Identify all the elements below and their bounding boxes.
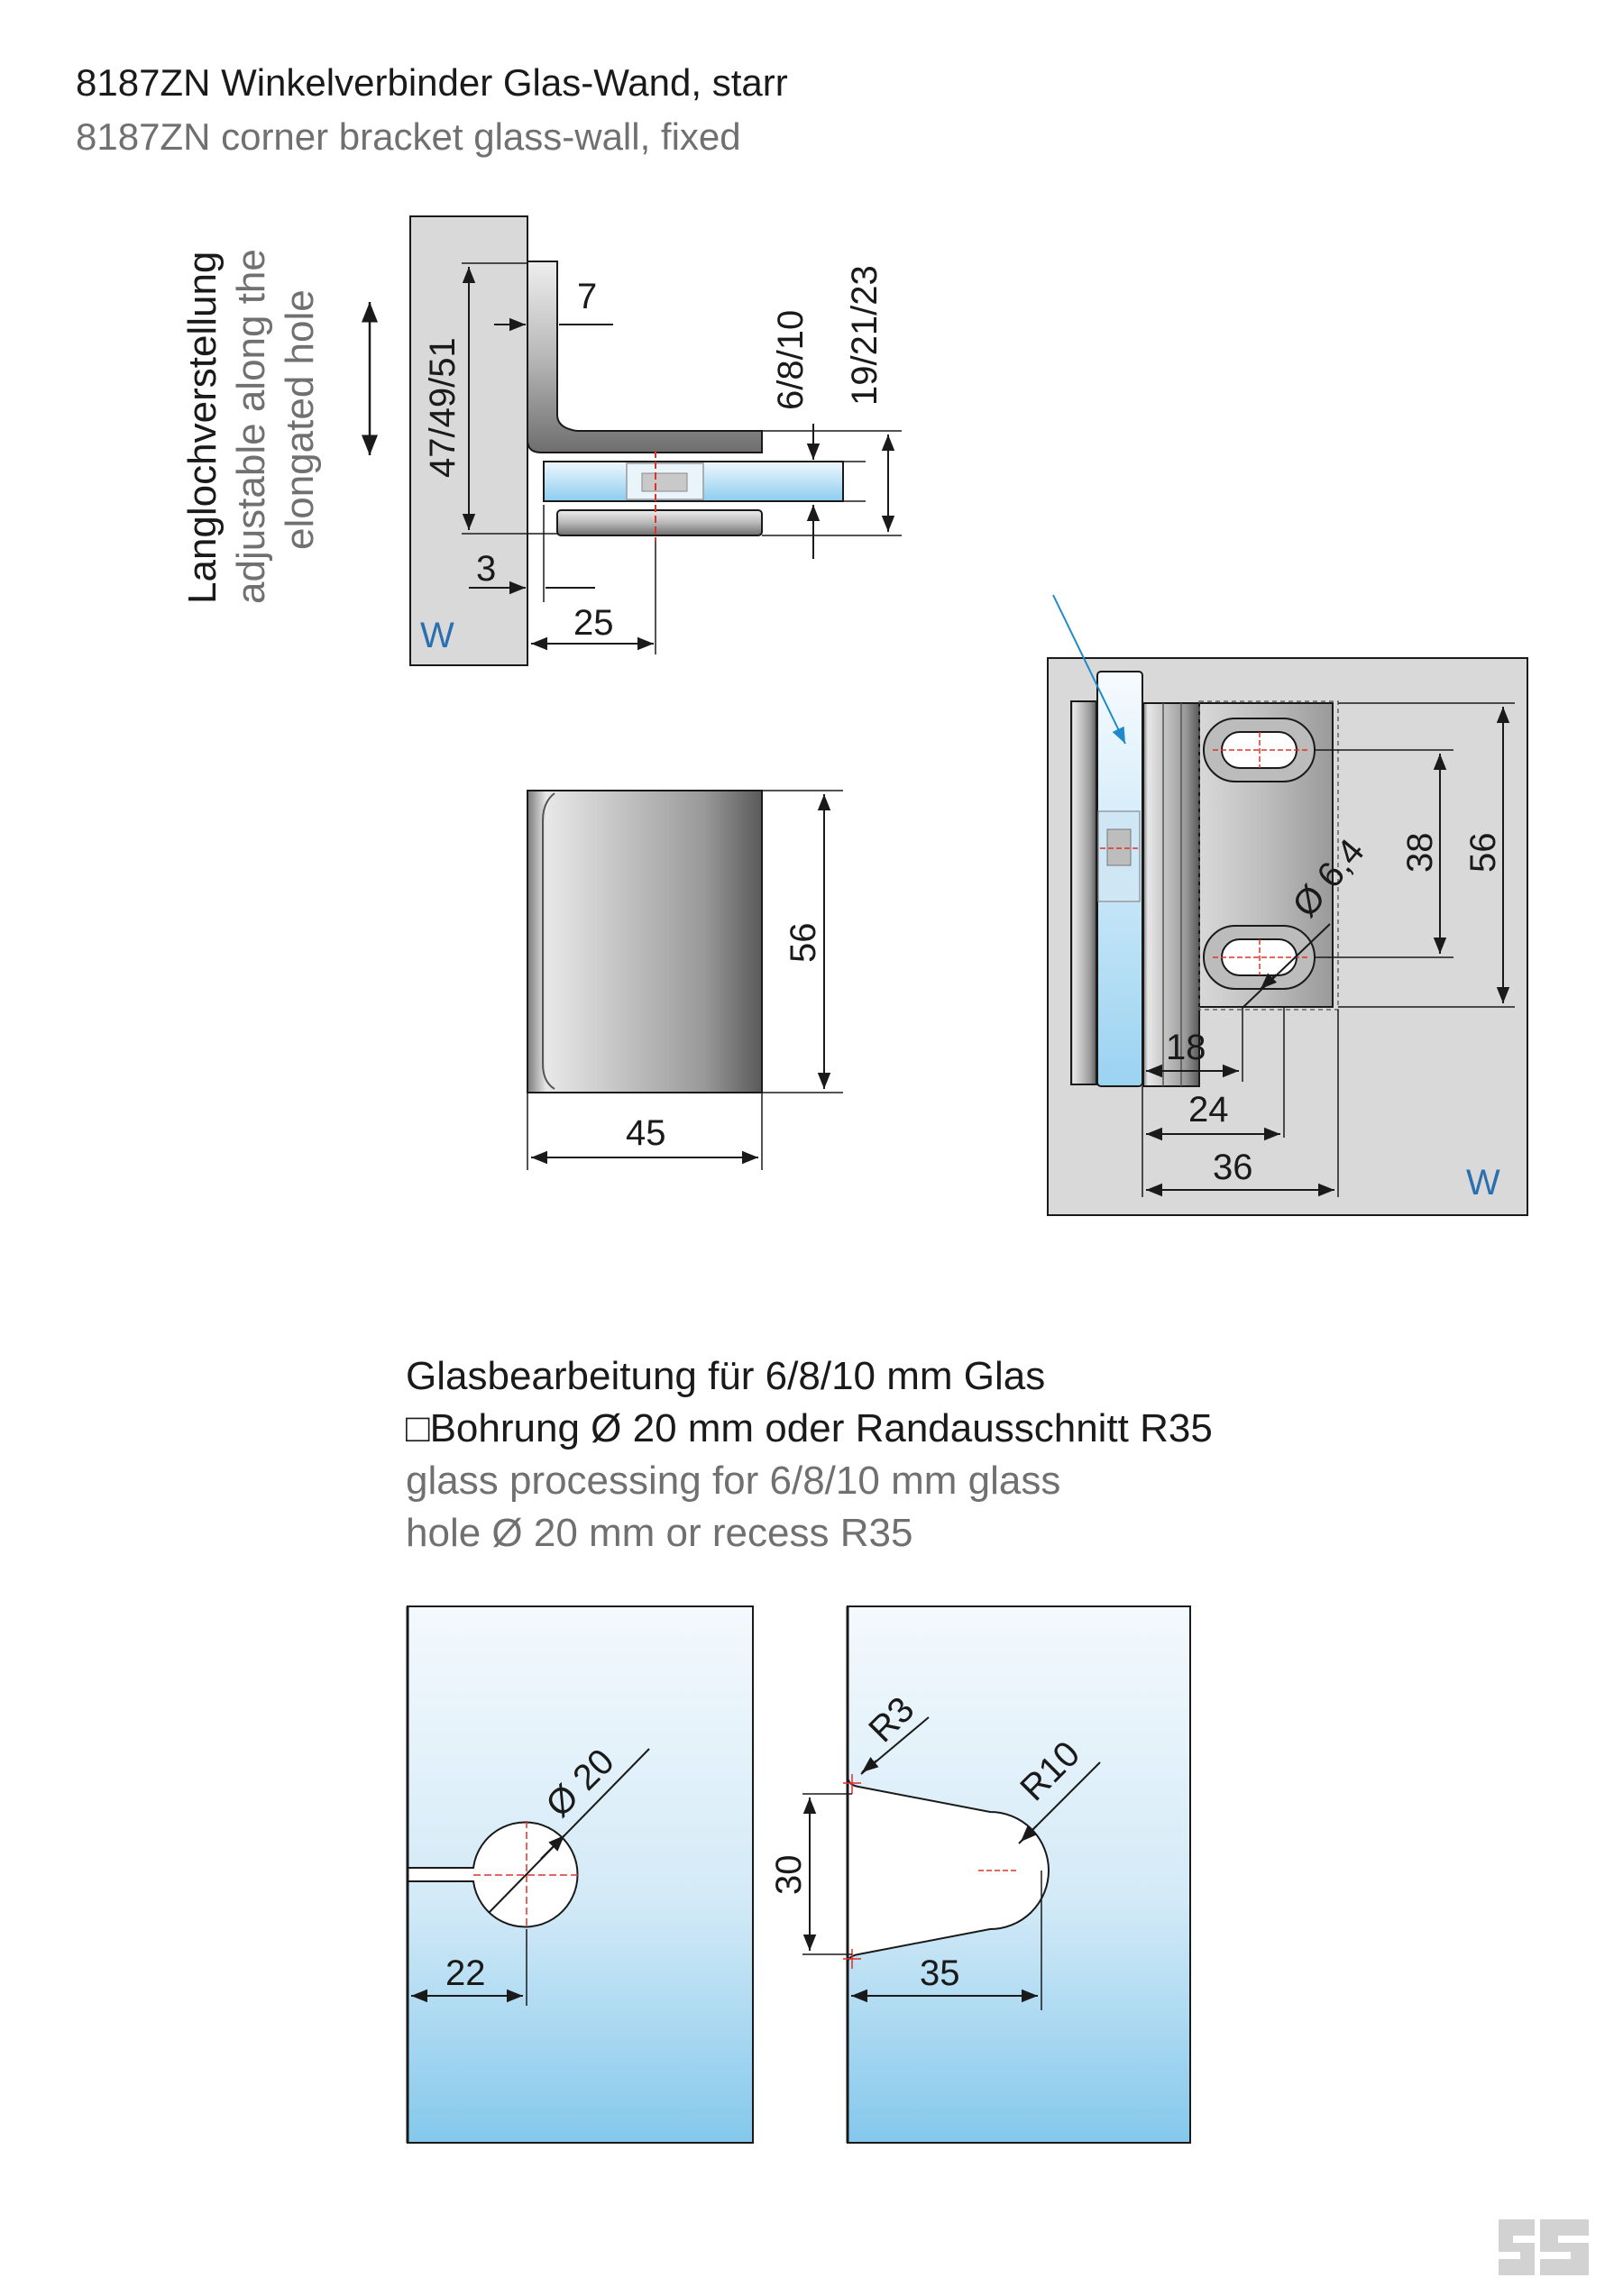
glass-processing-line1-en: glass processing for 6/8/10 mm glass <box>406 1459 1061 1503</box>
dim-projection: 25 <box>573 603 614 643</box>
bracket-fins-plan <box>1142 702 1200 1087</box>
dim-18: 18 <box>1166 1028 1206 1067</box>
bracket-side <box>527 261 763 453</box>
glass-panel-hole <box>407 1605 754 2144</box>
dim-30: 30 <box>769 1855 809 1896</box>
clamp-left-plan <box>1070 700 1097 1085</box>
dim-overall-thickness: 19/21/23 <box>845 265 885 406</box>
dim-36: 36 <box>1213 1148 1253 1187</box>
glass-processing-line2-de: □Bohrung Ø 20 mm oder Randausschnitt R35 <box>406 1406 1213 1450</box>
dim-front-width: 45 <box>626 1113 666 1153</box>
wall-letter-plan: W <box>1466 1163 1500 1203</box>
dim-cut-edge: 22 <box>445 1953 486 1993</box>
dim-hole-spacing: 38 <box>1400 833 1440 874</box>
dim-plate-height: 56 <box>1463 833 1503 874</box>
glass-recess-detail: R3 R10 30 35 <box>769 1605 1191 2144</box>
dim-top-offset: 7 <box>577 277 597 316</box>
title-en: 8187ZN corner bracket glass-wall, fixed <box>76 115 741 158</box>
wall-view: W Ø 6,4 38 56 <box>1047 594 1528 1216</box>
dim-height-range: 47/49/51 <box>423 337 463 478</box>
dim-glass-thickness: 6/8/10 <box>771 310 811 410</box>
glass-panel-recess <box>847 1605 1191 2144</box>
front-view: 56 45 <box>527 790 843 1170</box>
dim-front-height: 56 <box>784 923 823 964</box>
glass-processing-line2-en: hole Ø 20 mm or recess R35 <box>406 1511 913 1555</box>
dim-gap: 3 <box>476 549 496 589</box>
screw-side <box>641 472 688 492</box>
wall-letter-side: W <box>420 616 454 655</box>
clamp-side <box>556 509 763 536</box>
glass-hole-detail: Ø 20 22 <box>406 1605 754 2144</box>
dim-24: 24 <box>1188 1090 1229 1130</box>
glass-processing-line1-de: Glasbearbeitung für 6/8/10 mm Glas <box>406 1354 1046 1398</box>
side-view: W 47/49/51 7 3 25 6/8/10 <box>362 215 902 666</box>
logo <box>1499 2219 1589 2275</box>
title-de: 8187ZN Winkelverbinder Glas-Wand, starr <box>76 61 788 104</box>
bracket-front <box>527 790 763 1093</box>
blue-arrow <box>1052 594 1126 745</box>
dim-35: 35 <box>920 1953 960 1993</box>
